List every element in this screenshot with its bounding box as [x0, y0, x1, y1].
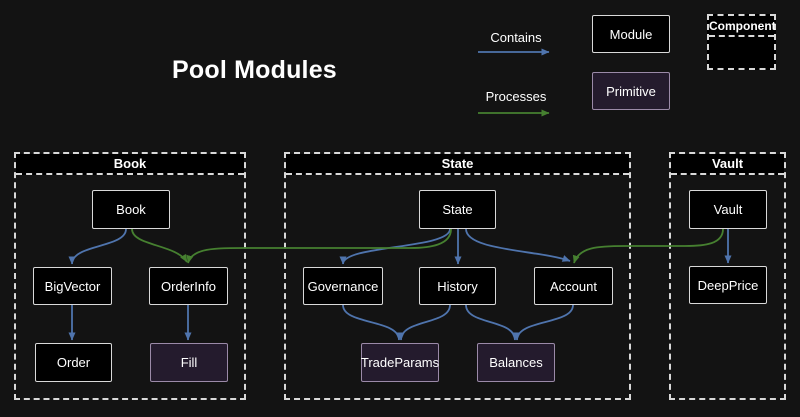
legend-primitive-box: Primitive: [592, 72, 670, 110]
container-vault-header: Vault: [671, 154, 784, 175]
node-balances: Balances: [477, 343, 555, 382]
node-orderinfo: OrderInfo: [149, 267, 228, 305]
node-account: Account: [534, 267, 613, 305]
node-bigvector: BigVector: [33, 267, 112, 305]
legend-component-box: Component: [707, 14, 776, 70]
page-title: Pool Modules: [172, 56, 337, 84]
container-book: Book: [14, 152, 246, 400]
node-fill: Fill: [150, 343, 228, 382]
node-tradeparams: TradeParams: [361, 343, 439, 382]
node-vault: Vault: [689, 190, 767, 229]
node-state: State: [419, 190, 496, 229]
node-history: History: [419, 267, 496, 305]
legend-contains-label: Contains: [490, 30, 542, 45]
legend-module-box: Module: [592, 15, 670, 53]
container-state: State: [284, 152, 631, 400]
node-book: Book: [92, 190, 170, 229]
container-vault: Vault: [669, 152, 786, 400]
node-deepprice: DeepPrice: [689, 266, 767, 304]
legend-processes-label: Processes: [485, 89, 547, 104]
node-governance: Governance: [303, 267, 383, 305]
container-state-header: State: [286, 154, 629, 175]
legend-component-label: Component: [709, 16, 776, 37]
container-book-header: Book: [16, 154, 244, 175]
node-order: Order: [35, 343, 112, 382]
